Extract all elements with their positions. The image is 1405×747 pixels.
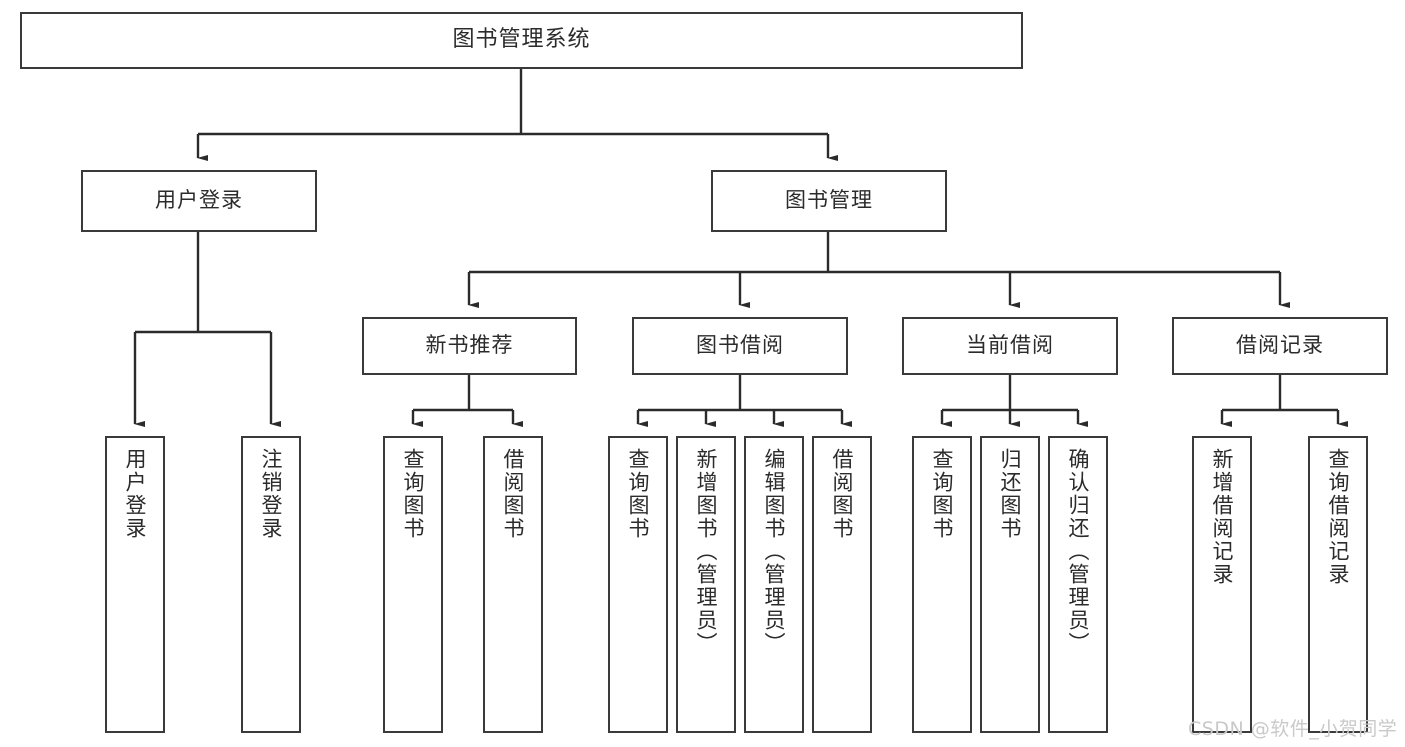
node-label: 借阅记录	[1236, 333, 1324, 358]
node-label: 确认归还（管理员）	[1066, 448, 1091, 655]
node-borrow-record[interactable]: 借阅记录	[1172, 317, 1388, 375]
node-current-borrow[interactable]: 当前借阅	[902, 317, 1118, 375]
node-label: 查询图书	[401, 448, 426, 540]
node-label: 新增图书（管理员）	[694, 448, 719, 655]
node-label: 注销登录	[259, 448, 284, 540]
node-leaf-logout-login[interactable]: 注销登录	[241, 436, 301, 733]
node-book-management-system[interactable]: 图书管理系统	[20, 12, 1023, 69]
node-label: 新书推荐	[425, 333, 514, 358]
node-leaf-borrow-book-2[interactable]: 借阅图书	[812, 436, 872, 733]
node-label: 图书借阅	[696, 333, 784, 358]
node-leaf-query-book-1[interactable]: 查询图书	[383, 436, 443, 733]
node-label: 归还图书	[998, 448, 1023, 540]
node-book-management[interactable]: 图书管理	[711, 170, 947, 232]
node-leaf-query-borrow-record[interactable]: 查询借阅记录	[1308, 436, 1368, 733]
node-book-borrow[interactable]: 图书借阅	[632, 317, 848, 375]
node-label: 编辑图书（管理员）	[762, 448, 787, 655]
node-leaf-add-borrow-record[interactable]: 新增借阅记录	[1192, 436, 1252, 733]
node-leaf-borrow-book-1[interactable]: 借阅图书	[483, 436, 543, 733]
node-label: 借阅图书	[501, 448, 526, 540]
node-label: 查询借阅记录	[1326, 448, 1351, 586]
node-new-book-recommend[interactable]: 新书推荐	[362, 317, 577, 375]
node-label: 借阅图书	[830, 448, 855, 540]
node-label: 查询图书	[930, 448, 955, 540]
node-leaf-return-book[interactable]: 归还图书	[980, 436, 1040, 733]
node-label: 用户登录	[155, 188, 243, 213]
node-label: 新增借阅记录	[1210, 448, 1235, 586]
node-leaf-add-book-admin[interactable]: 新增图书（管理员）	[676, 436, 736, 733]
node-leaf-query-book-3[interactable]: 查询图书	[912, 436, 972, 733]
node-leaf-confirm-return-admin[interactable]: 确认归还（管理员）	[1048, 436, 1108, 733]
node-label: 图书管理	[785, 188, 873, 213]
csdn-watermark: CSDN @软件_小贺同学	[1188, 718, 1398, 740]
node-leaf-query-book-2[interactable]: 查询图书	[608, 436, 668, 733]
node-leaf-edit-book-admin[interactable]: 编辑图书（管理员）	[744, 436, 804, 733]
node-label: 图书管理系统	[452, 27, 591, 53]
node-label: 查询图书	[626, 448, 651, 540]
node-label: 用户登录	[123, 448, 148, 540]
node-leaf-user-login[interactable]: 用户登录	[105, 436, 165, 733]
node-label: 当前借阅	[966, 333, 1054, 358]
node-user-login[interactable]: 用户登录	[81, 170, 317, 232]
